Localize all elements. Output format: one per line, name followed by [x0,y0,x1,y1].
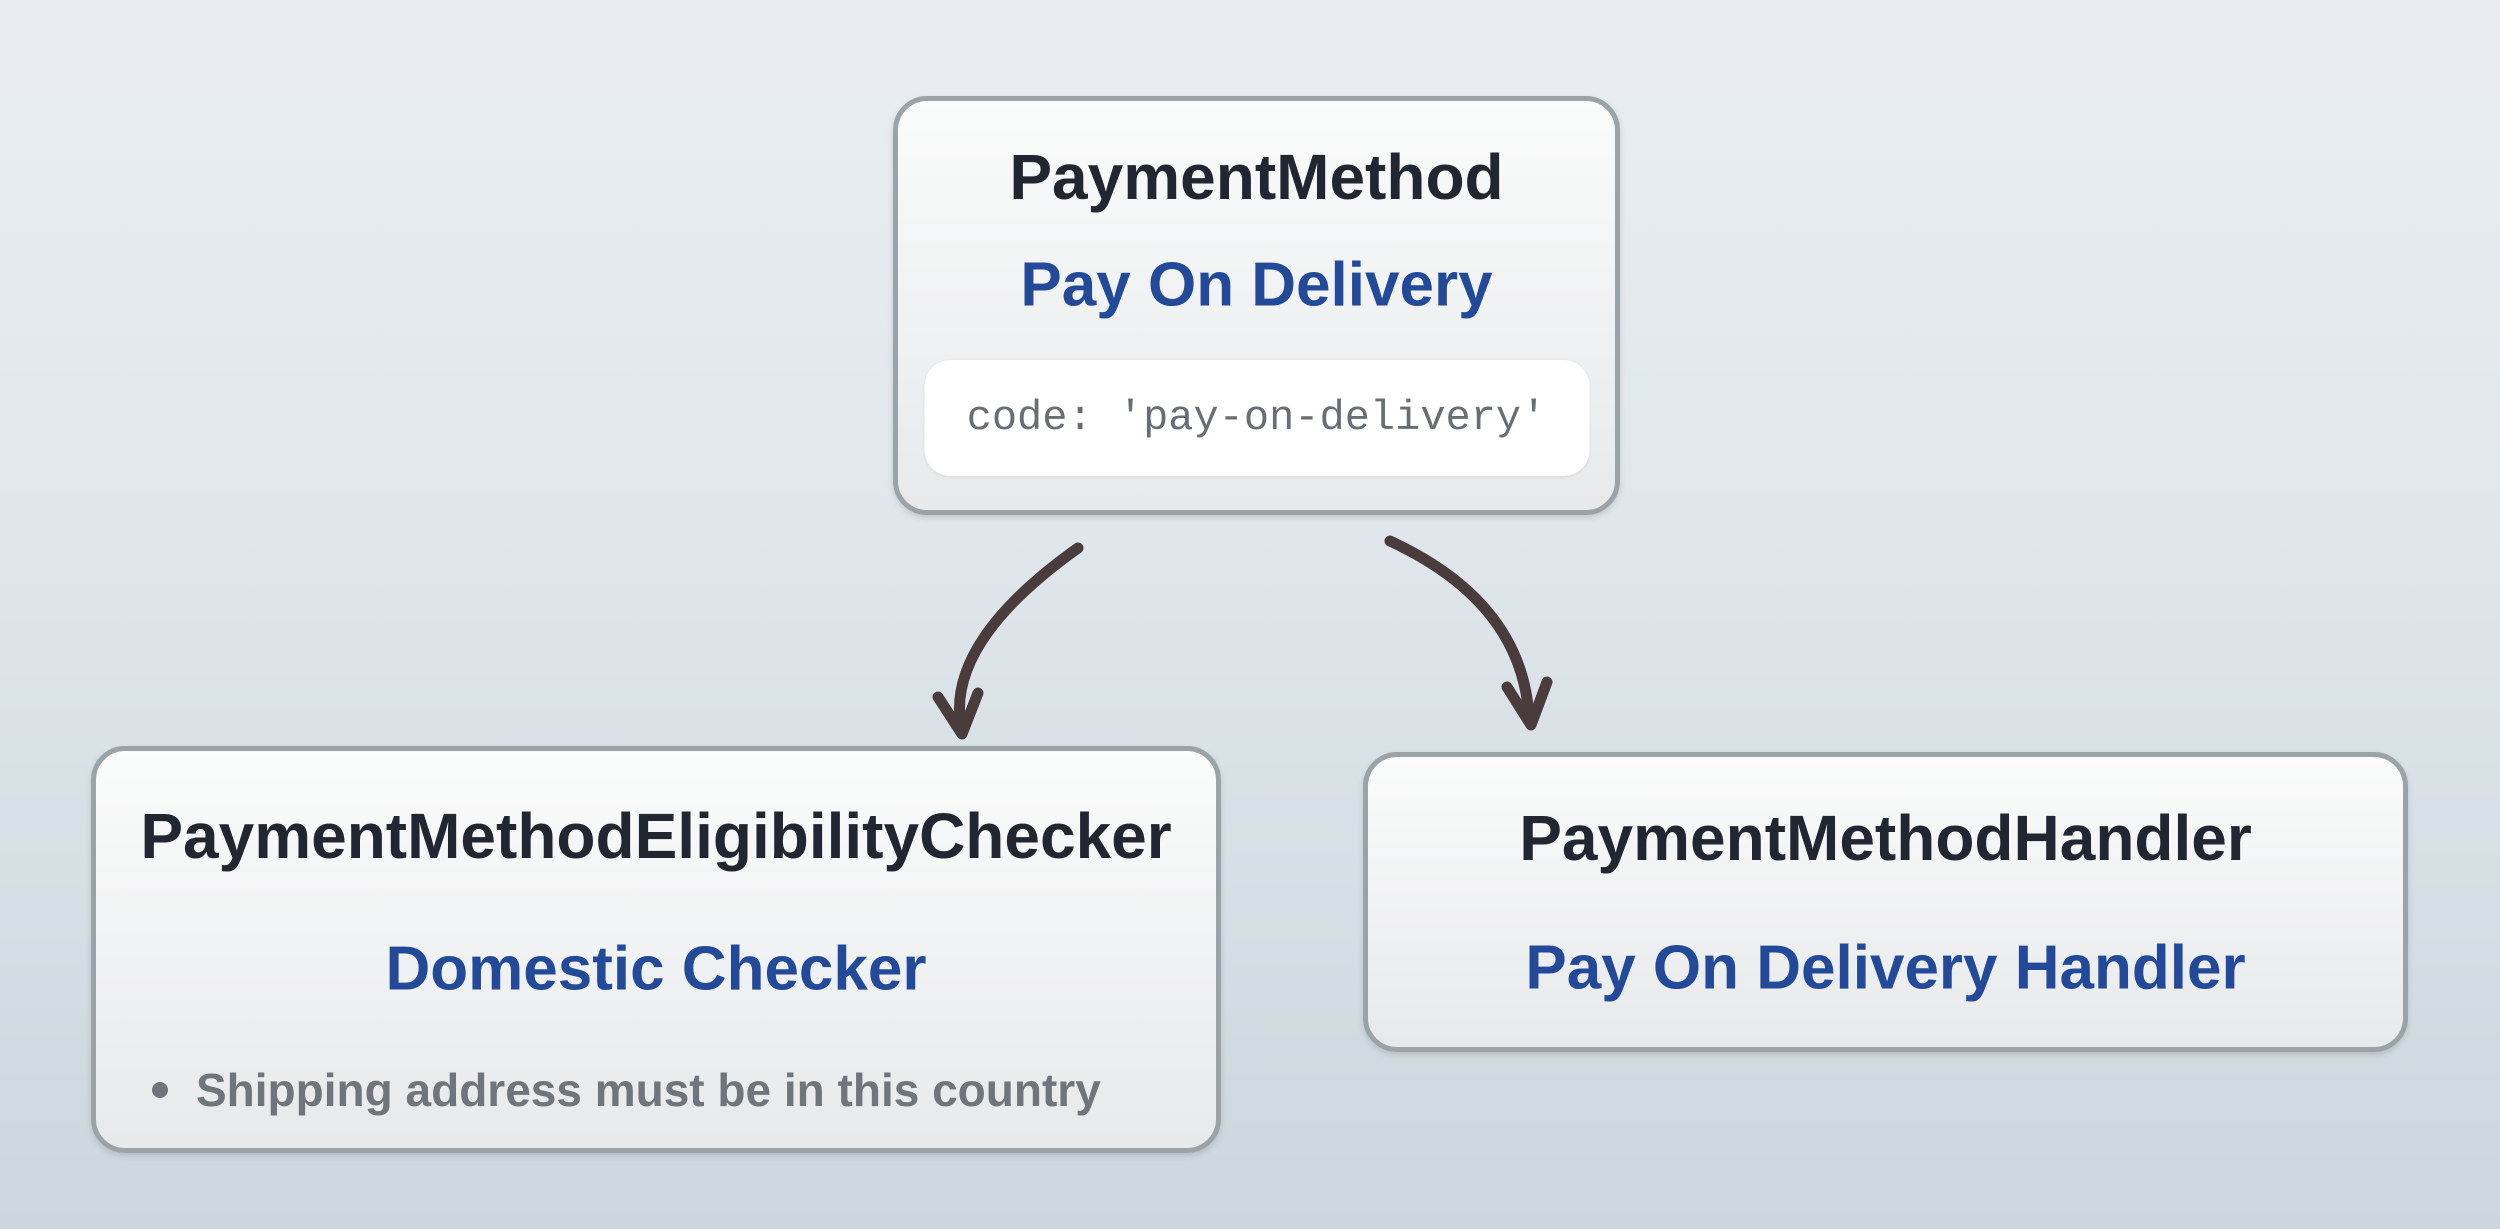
edge-to-eligibility-checker-arrow [954,542,1084,732]
node-payment-method: PaymentMethod Pay On Delivery code: 'pay… [893,96,1620,515]
node-payment-method-eligibility-checker: PaymentMethodEligibilityChecker Domestic… [91,746,1221,1153]
payment-method-title: PaymentMethod [1009,141,1504,213]
edge-to-handler-arrow [1384,535,1535,723]
eligibility-checker-rule-item: Shipping address must be in this country [96,1063,1216,1117]
eligibility-checker-subtitle: Domestic Checker [385,934,927,1004]
payment-method-code-chip: code: 'pay-on-delivery' [924,360,1589,476]
payment-method-code: code: 'pay-on-delivery' [966,394,1547,442]
edge-to-eligibility-checker-arrowhead-icon [932,687,984,740]
edge-to-handler-arrowhead-icon [1501,676,1553,731]
handler-title: PaymentMethodHandler [1519,802,2252,874]
eligibility-checker-rule-text: Shipping address must be in this country [196,1064,1101,1116]
node-payment-method-handler: PaymentMethodHandler Pay On Delivery Han… [1363,752,2408,1052]
bullet-dot-icon [152,1082,168,1098]
eligibility-checker-title: PaymentMethodEligibilityChecker [140,800,1172,872]
handler-subtitle: Pay On Delivery Handler [1525,933,2246,1003]
payment-method-subtitle: Pay On Delivery [1020,250,1493,320]
